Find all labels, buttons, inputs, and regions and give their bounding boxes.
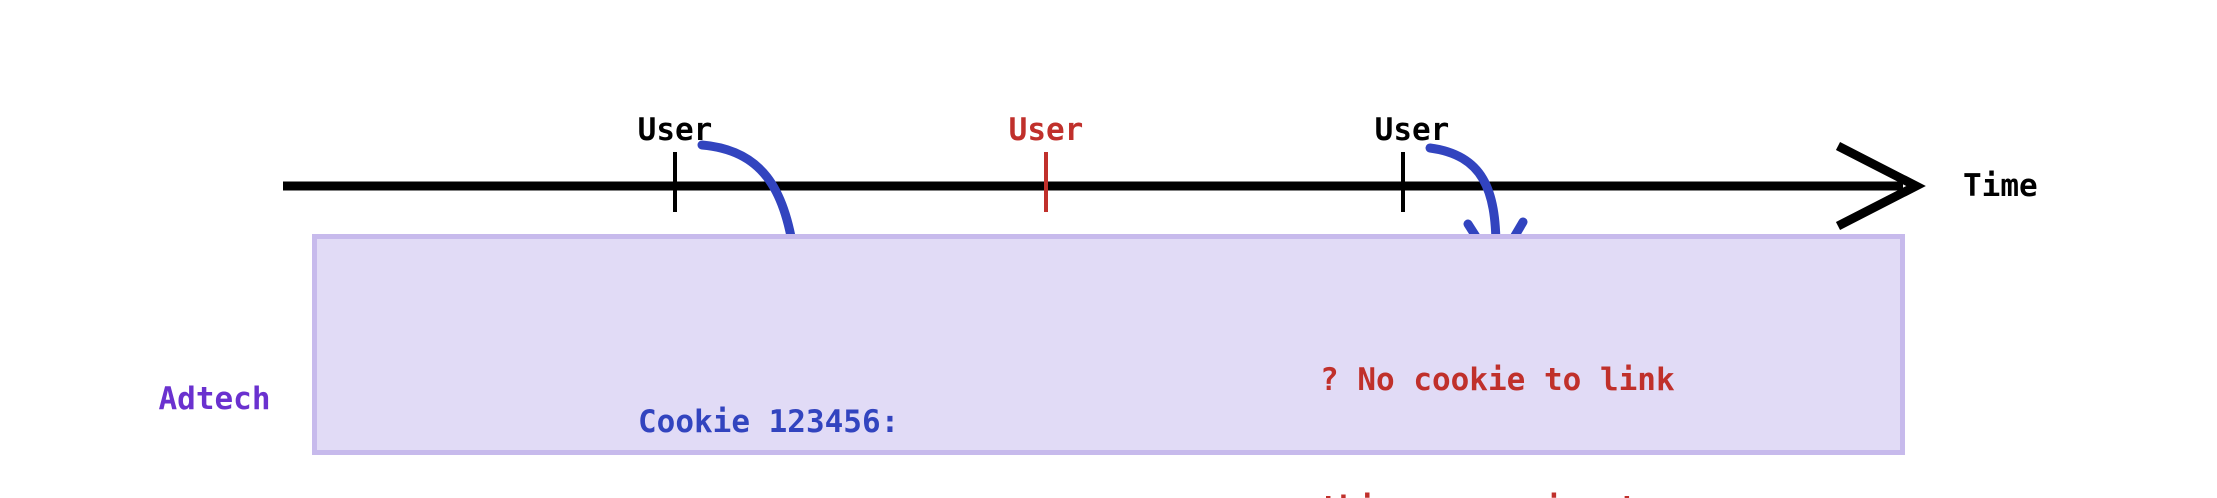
adtech-server-lane	[312, 234, 1905, 455]
time-axis-arrowhead	[1835, 141, 1926, 231]
event-label-line1: User	[637, 111, 713, 148]
no-cookie-note-line-1: ? No cookie to link	[1320, 361, 1675, 398]
cookie-logged-note: Cookie 123456: Ad clicked	[638, 315, 899, 498]
no-cookie-note: ? No cookie to link this conversion to ⇒…	[1320, 273, 1675, 498]
event-label-line1: User	[1374, 111, 1450, 148]
cookie-note-line-1: Cookie 123456:	[638, 403, 900, 440]
adtech-server-label-line1: Adtech	[158, 381, 271, 418]
event-label-line1: User	[1008, 111, 1084, 148]
no-cookie-note-line-2: this conversion to	[1320, 487, 1675, 498]
time-axis-label: Time	[1963, 168, 2038, 204]
adtech-server-label: Adtech server	[132, 294, 297, 498]
